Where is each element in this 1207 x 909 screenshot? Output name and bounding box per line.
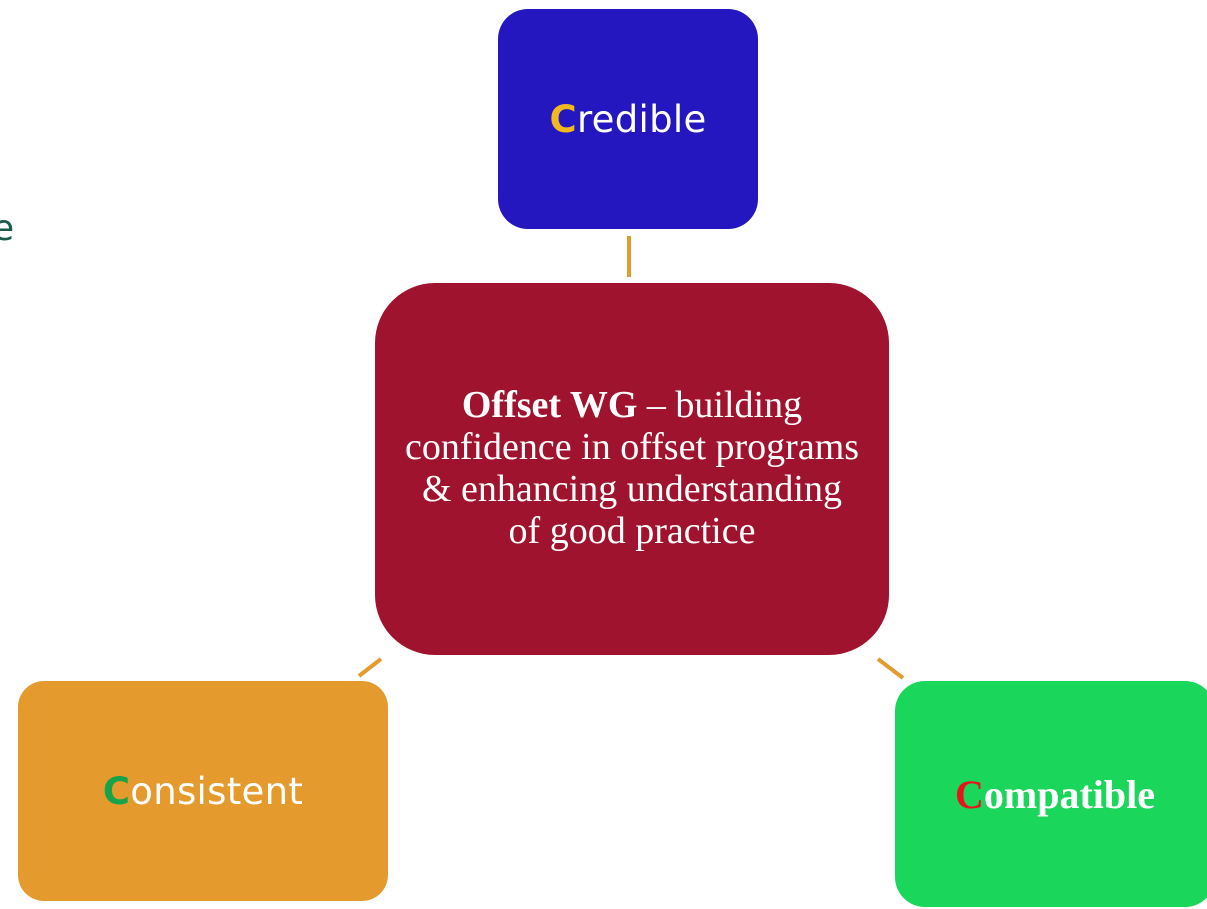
offset-wg-title: Offset WG: [461, 384, 638, 427]
connector-left: [357, 657, 383, 678]
offset-wg-box: Offset WG – building confidence in offse…: [375, 283, 889, 655]
credible-initial: C: [549, 97, 577, 141]
compatible-rest: ompatible: [983, 771, 1155, 817]
credible-label: Credible: [549, 98, 706, 141]
offset-wg-body: – building confidence in offset programs…: [404, 384, 860, 552]
compatible-box: Compatible: [895, 681, 1207, 907]
consistent-box: Consistent: [18, 681, 388, 901]
credible-rest: redible: [576, 97, 707, 141]
edge-text-fragment: e: [0, 208, 15, 249]
consistent-initial: C: [102, 769, 131, 813]
compatible-label: Compatible: [955, 771, 1155, 818]
credible-box: Credible: [498, 9, 758, 229]
connector-right: [876, 657, 905, 680]
offset-wg-description: Offset WG – building confidence in offse…: [403, 384, 861, 552]
consistent-rest: onsistent: [130, 769, 304, 813]
consistent-label: Consistent: [103, 770, 303, 813]
compatible-initial: C: [954, 771, 984, 817]
